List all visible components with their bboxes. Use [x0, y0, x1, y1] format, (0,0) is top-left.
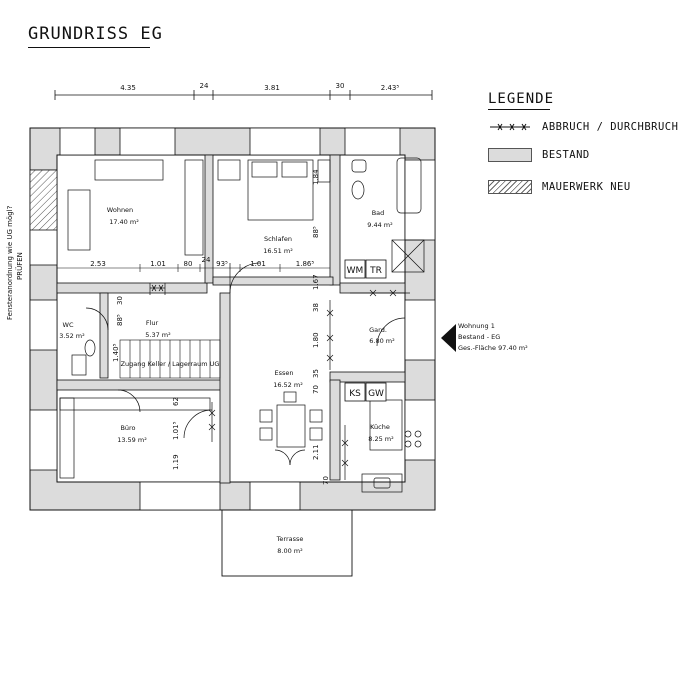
side-note-line-1: Fensteranordnung wie UG mögl?: [6, 205, 14, 320]
room-area-gard: 6.80 m²: [369, 337, 395, 345]
dim-top-1: 4.35: [120, 84, 136, 92]
dim-top-5: 2.43⁵: [381, 84, 400, 92]
dim-v-14: 1.01⁵: [172, 421, 180, 440]
dim-v-6: 70: [312, 385, 320, 394]
legend-label-existing: BESTAND: [542, 149, 590, 161]
dim-v-2: 88⁵: [312, 226, 320, 238]
doors: [85, 262, 406, 466]
furniture-essen: [259, 391, 323, 448]
stair: [119, 339, 221, 379]
unit-info-line-3: Ges.-Fläche 97.40 m²: [458, 344, 528, 352]
room-area-wohnen: 17.40 m²: [109, 218, 139, 226]
dim-inner-6: 1.01: [250, 260, 266, 268]
dim-v-13: 62: [172, 397, 180, 406]
legend-title: LEGENDE: [488, 91, 555, 107]
legend-underline: [488, 109, 550, 110]
new-masonry-swatch: [488, 180, 532, 194]
dim-v-7: 35: [312, 369, 320, 378]
furniture-wc: [71, 339, 96, 376]
dim-v-8: 2.11: [312, 444, 320, 460]
legend-label-new-masonry: MAUERWERK NEU: [542, 181, 631, 193]
unit-info-line-2: Bestand - EG: [458, 333, 500, 341]
dim-inner-7: 1.86⁵: [296, 260, 315, 268]
room-name-bad: Bad: [372, 209, 385, 217]
furniture-schlafen: [217, 159, 331, 221]
exterior-walls: [29, 127, 436, 511]
tag-tr: TR: [369, 266, 382, 276]
legend-item-demolition: ABBRUCH / DURCHBRUCH: [488, 118, 678, 136]
room-area-schlafen: 16.51 m²: [263, 247, 293, 255]
top-dimension-line: [54, 90, 433, 100]
room-name-essen: Essen: [275, 369, 294, 377]
room-name-schlafen: Schlafen: [264, 235, 292, 243]
room-area-flur: 5.37 m²: [145, 331, 171, 339]
dim-v-12: 1.40⁵: [112, 343, 120, 362]
room-area-bad: 9.44 m²: [367, 221, 393, 229]
stair-note: Zugang Keller / Lagerraum UG: [121, 360, 220, 368]
dim-v-5: 1.80: [312, 332, 320, 348]
dim-v-15: 1.19: [172, 454, 180, 470]
entrance-arrow-icon: [441, 324, 456, 352]
room-name-buero: Büro: [120, 424, 135, 432]
room-area-wc: 3.52 m²: [59, 332, 85, 340]
tag-wm: WM: [347, 266, 364, 276]
inner-dim-line: [57, 264, 330, 272]
dim-v-10: 30: [116, 296, 124, 305]
demolition-lines: [149, 283, 410, 480]
room-name-wohnen: Wohnen: [107, 206, 133, 214]
legend-item-existing: BESTAND: [488, 146, 590, 164]
room-name-flur: Flur: [146, 319, 159, 327]
tag-box-ks: [344, 382, 366, 402]
room-area-buero: 13.59 m²: [117, 436, 147, 444]
dim-inner-2: 1.01: [150, 260, 166, 268]
room-name-terrasse: Terrasse: [276, 535, 304, 543]
plan-title: GRUNDRISS EG: [28, 24, 163, 44]
dim-top-2: 24: [200, 82, 209, 90]
dim-inner-3: 80: [184, 260, 193, 268]
side-note-line-2: PRÜFEN: [15, 252, 24, 280]
room-name-kueche: Küche: [370, 423, 390, 431]
room-area-essen: 16.52 m²: [273, 381, 303, 389]
room-name-wc: WC: [63, 321, 74, 329]
legend-item-new-masonry: MAUERWERK NEU: [488, 178, 631, 196]
tag-box-gw: [365, 382, 387, 402]
room-area-terrasse: 8.00 m²: [277, 547, 303, 555]
dim-top-3: 3.81: [264, 84, 280, 92]
dim-v-9: 70: [322, 476, 330, 485]
furniture-buero: [59, 397, 211, 479]
windows: [29, 127, 436, 511]
dim-top-4: 30: [336, 82, 345, 90]
interior-walls: [56, 154, 406, 484]
tag-box-tr: [365, 259, 387, 279]
dim-v-1: 1.84: [312, 169, 320, 185]
dim-v-4: 38: [312, 303, 320, 312]
furniture-bad: [351, 157, 425, 273]
terrace-outline: [221, 509, 353, 577]
tag-ks: KS: [349, 389, 361, 399]
furniture-wohnen: [67, 159, 204, 256]
demolition-symbol-icon: [490, 123, 530, 131]
title-underline: [28, 47, 150, 48]
unit-info-line-1: Wohnung 1: [458, 322, 495, 330]
new-masonry-wall: [29, 169, 58, 231]
existing-swatch: [488, 148, 532, 162]
dim-v-11: 88⁵: [116, 314, 124, 326]
legend-label-demolition: ABBRUCH / DURCHBRUCH: [542, 121, 679, 133]
dim-inner-4: 24: [202, 256, 211, 264]
dim-inner-1: 2.53: [90, 260, 106, 268]
dim-inner-5: 93⁵: [216, 260, 228, 268]
room-name-gard: Gard.: [369, 326, 387, 334]
tag-box-wm: [344, 259, 366, 279]
tag-gw: GW: [368, 389, 384, 399]
dim-v-3: 1.67: [312, 274, 320, 290]
furniture-kueche: [361, 399, 422, 493]
room-area-kueche: 8.25 m²: [368, 435, 394, 443]
